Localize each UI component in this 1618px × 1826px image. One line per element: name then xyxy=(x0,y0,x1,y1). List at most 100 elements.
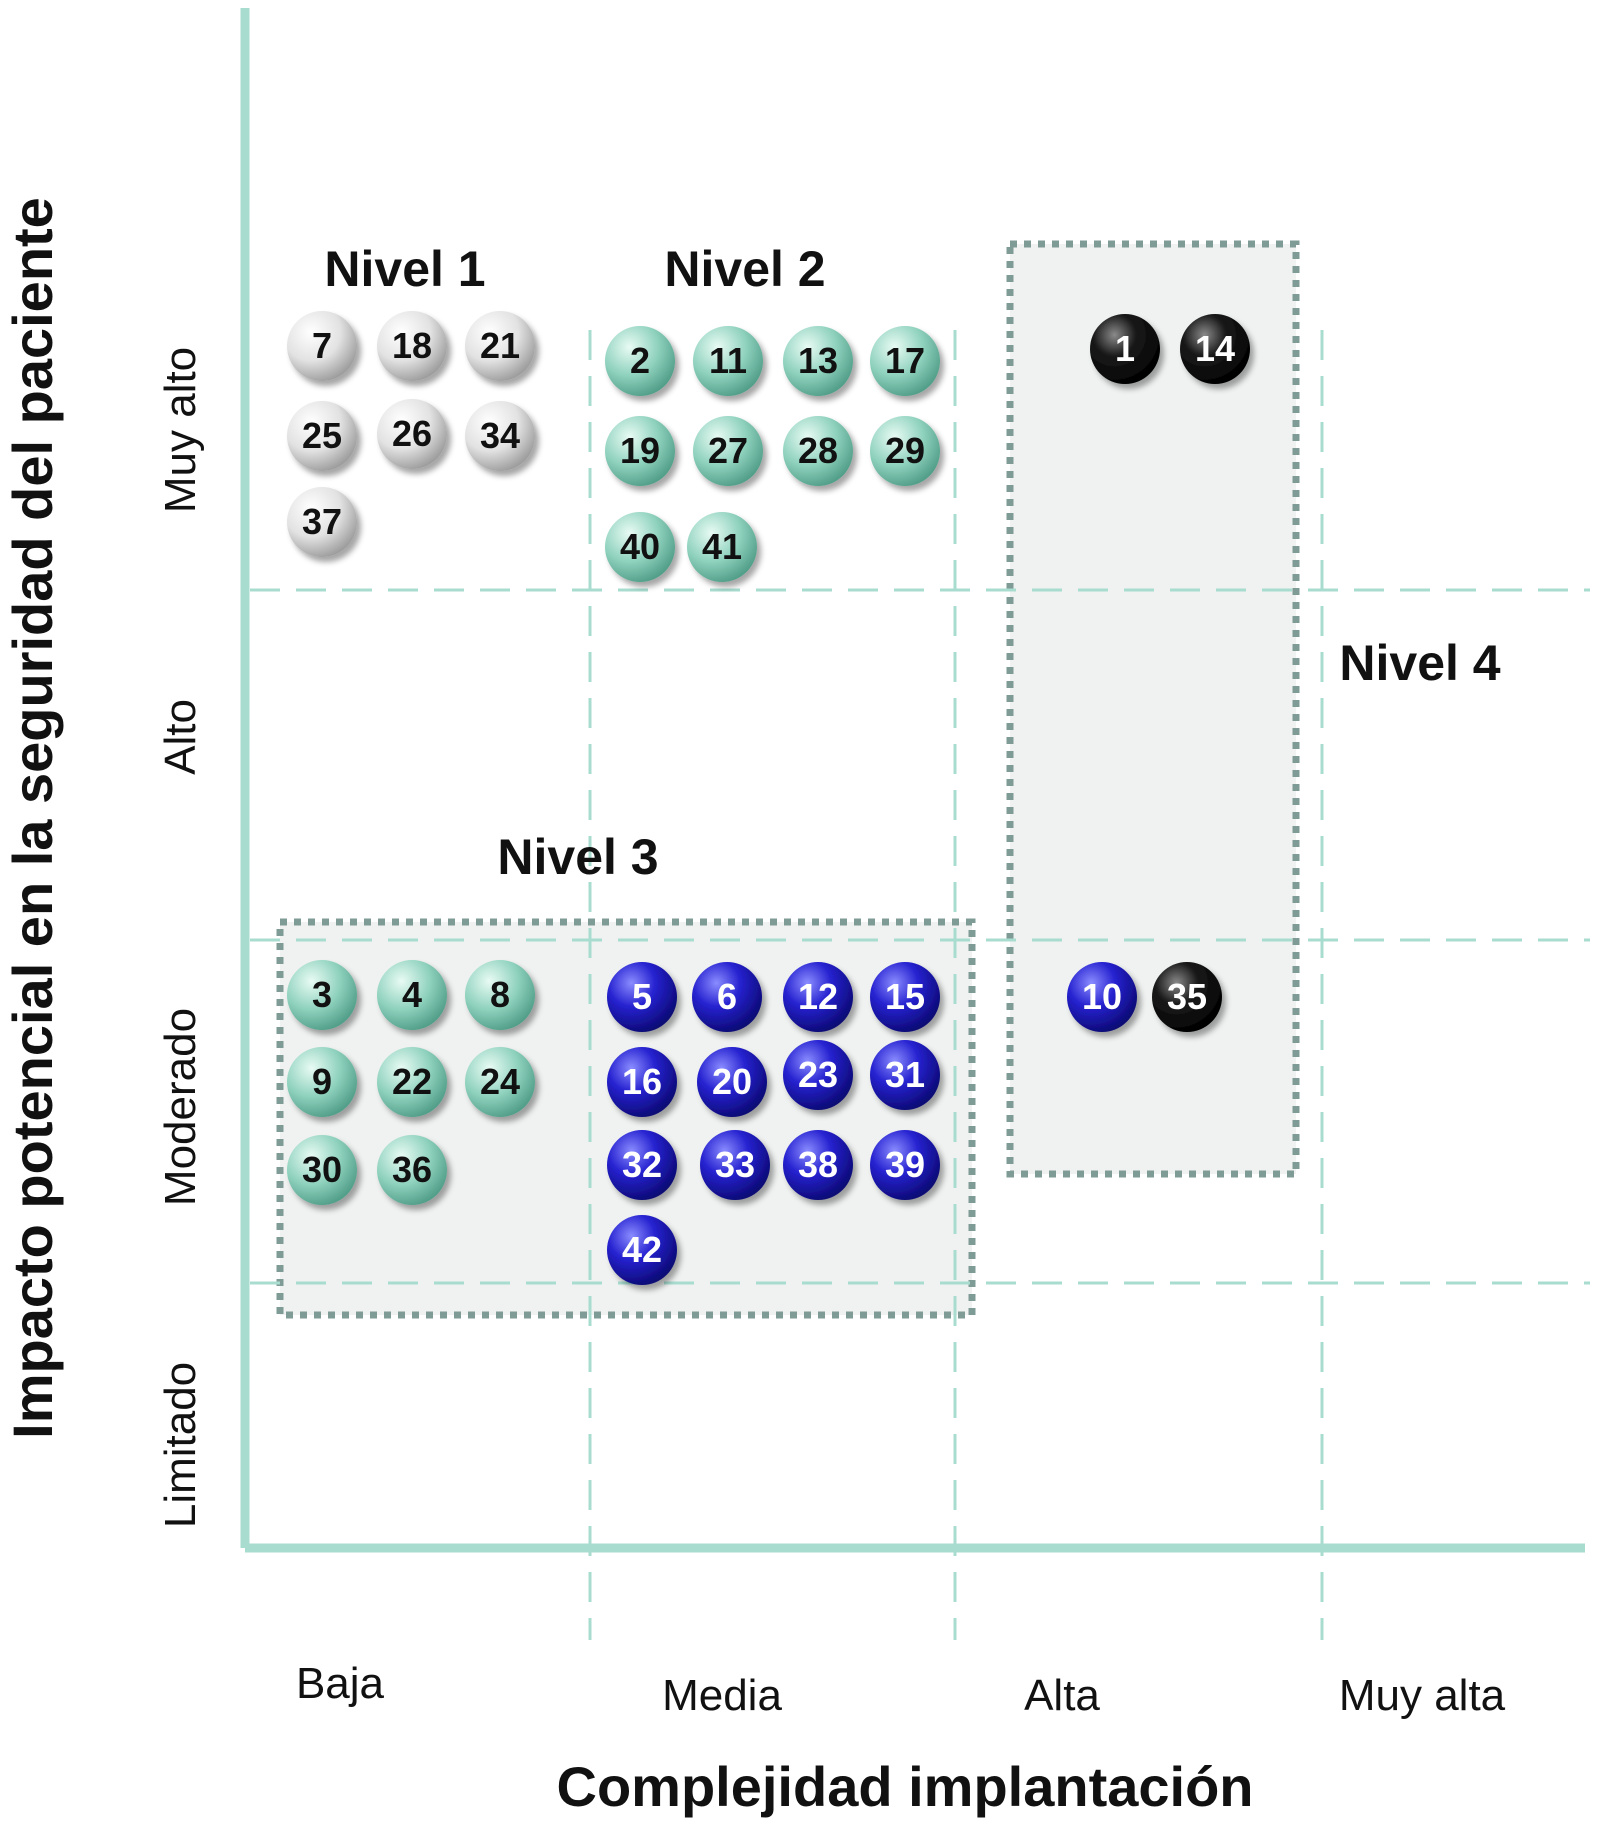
data-point-label: 2 xyxy=(630,340,650,381)
data-point-29: 29 xyxy=(870,416,940,486)
data-point-marker xyxy=(287,960,357,1030)
data-point-marker xyxy=(870,326,940,396)
data-point-42: 42 xyxy=(607,1215,677,1285)
data-point-label: 11 xyxy=(709,340,747,381)
data-point-1: 1 xyxy=(1090,314,1160,384)
data-point-marker xyxy=(783,416,853,486)
data-point-marker xyxy=(607,1130,677,1200)
data-point-marker xyxy=(1090,314,1160,384)
nivel-2-label: Nivel 2 xyxy=(664,241,825,297)
data-point-12: 12 xyxy=(783,962,853,1032)
data-point-label: 40 xyxy=(620,526,660,567)
data-point-2: 2 xyxy=(605,326,675,396)
data-point-label: 7 xyxy=(312,325,332,366)
grid xyxy=(250,330,1590,1640)
data-point-label: 30 xyxy=(302,1149,342,1190)
data-point-label: 25 xyxy=(302,415,342,456)
data-point-11: 11 xyxy=(693,326,763,396)
nivel-1-label: Nivel 1 xyxy=(324,241,485,297)
data-point-13: 13 xyxy=(783,326,853,396)
data-point-marker xyxy=(605,416,675,486)
data-point-marker xyxy=(783,962,853,1032)
x-tick-muy-alta: Muy alta xyxy=(1339,1671,1506,1720)
data-point-label: 36 xyxy=(392,1149,432,1190)
data-point-27: 27 xyxy=(693,416,763,486)
data-point-marker xyxy=(1180,314,1250,384)
data-point-marker xyxy=(697,1047,767,1117)
nivel-4-label: Nivel 4 xyxy=(1339,635,1500,691)
data-point-label: 38 xyxy=(798,1144,838,1185)
nivel-4-region xyxy=(1006,240,1300,1178)
data-point-marker xyxy=(287,1047,357,1117)
data-point-21: 21 xyxy=(465,311,535,381)
data-point-label: 14 xyxy=(1195,328,1235,369)
data-point-marker xyxy=(692,962,762,1032)
data-point-label: 6 xyxy=(717,976,737,1017)
data-point-26: 26 xyxy=(377,399,447,469)
data-point-marker xyxy=(287,401,357,471)
data-point-label: 39 xyxy=(885,1144,925,1185)
data-point-10: 10 xyxy=(1067,962,1137,1032)
data-point-marker xyxy=(377,1135,447,1205)
data-point-label: 27 xyxy=(708,430,748,471)
data-point-marker xyxy=(607,1047,677,1117)
x-tick-baja: Baja xyxy=(296,1659,385,1708)
data-point-label: 32 xyxy=(622,1144,662,1185)
data-point-marker xyxy=(607,1215,677,1285)
data-point-22: 22 xyxy=(377,1047,447,1117)
data-point-label: 37 xyxy=(302,501,342,542)
data-point-marker xyxy=(465,311,535,381)
data-point-38: 38 xyxy=(783,1130,853,1200)
data-point-5: 5 xyxy=(607,962,677,1032)
data-point-marker xyxy=(783,1130,853,1200)
data-point-label: 17 xyxy=(885,340,925,381)
data-point-label: 33 xyxy=(715,1144,755,1185)
data-point-23: 23 xyxy=(783,1040,853,1110)
data-point-marker xyxy=(870,962,940,1032)
data-point-marker xyxy=(870,1130,940,1200)
data-point-marker xyxy=(607,962,677,1032)
data-point-label: 12 xyxy=(798,976,838,1017)
data-point-label: 19 xyxy=(620,430,660,471)
data-point-33: 33 xyxy=(700,1130,770,1200)
data-point-marker xyxy=(287,487,357,557)
data-point-28: 28 xyxy=(783,416,853,486)
data-point-9: 9 xyxy=(287,1047,357,1117)
data-point-41: 41 xyxy=(687,512,757,582)
data-point-6: 6 xyxy=(692,962,762,1032)
data-point-30: 30 xyxy=(287,1135,357,1205)
y-tick-alto: Alto xyxy=(156,699,205,775)
data-point-marker xyxy=(605,326,675,396)
data-point-36: 36 xyxy=(377,1135,447,1205)
data-point-marker xyxy=(1067,962,1137,1032)
data-point-39: 39 xyxy=(870,1130,940,1200)
y-tick-limitado: Limitado xyxy=(156,1362,205,1528)
data-point-label: 15 xyxy=(885,976,925,1017)
data-point-20: 20 xyxy=(697,1047,767,1117)
y-tick-moderado: Moderado xyxy=(156,1008,205,1206)
data-point-4: 4 xyxy=(377,960,447,1030)
data-point-24: 24 xyxy=(465,1047,535,1117)
data-point-marker xyxy=(700,1130,770,1200)
data-point-marker xyxy=(377,1047,447,1117)
data-point-marker xyxy=(870,1040,940,1110)
data-point-label: 3 xyxy=(312,974,332,1015)
data-point-marker xyxy=(605,512,675,582)
y-axis-title: Impacto potencial en la seguridad del pa… xyxy=(1,197,64,1439)
data-point-label: 18 xyxy=(392,325,432,366)
x-axis-title: Complejidad implantación xyxy=(557,1755,1254,1818)
data-point-35: 35 xyxy=(1152,962,1222,1032)
data-point-label: 23 xyxy=(798,1054,838,1095)
data-point-marker xyxy=(870,416,940,486)
data-point-25: 25 xyxy=(287,401,357,471)
data-point-label: 22 xyxy=(392,1061,432,1102)
data-point-17: 17 xyxy=(870,326,940,396)
data-point-label: 10 xyxy=(1082,976,1122,1017)
data-point-label: 1 xyxy=(1115,328,1135,369)
data-point-label: 29 xyxy=(885,430,925,471)
data-point-marker xyxy=(687,512,757,582)
data-point-label: 31 xyxy=(885,1054,925,1095)
data-point-marker xyxy=(287,1135,357,1205)
